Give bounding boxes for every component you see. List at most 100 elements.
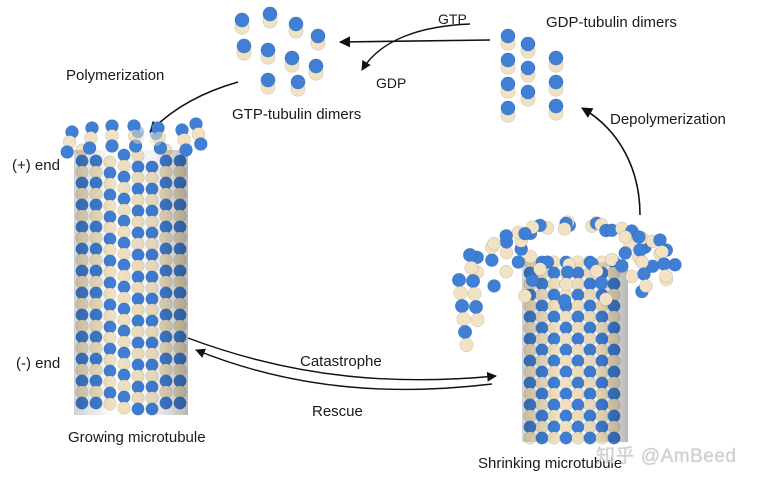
beta-tubulin-subunit — [149, 127, 163, 141]
tubulin-subunit — [518, 226, 532, 241]
alpha-tubulin-subunit — [149, 133, 163, 147]
beta-tubulin-subunit — [548, 98, 564, 114]
rescue-label: Rescue — [312, 403, 363, 420]
tubulin-subunit — [635, 255, 649, 269]
tubulin-subunit — [657, 257, 671, 271]
tubulin-subunit — [453, 285, 468, 301]
gtp-tubulin-dimer-cluster — [234, 6, 326, 97]
gtp-gdp-exchange-arrow — [361, 23, 471, 71]
tube-shading — [522, 262, 628, 442]
tubulin-subunit — [625, 269, 639, 284]
catastrophe-label: Catastrophe — [300, 353, 382, 370]
beta-tubulin-subunit — [236, 38, 252, 54]
tubulin-subunit — [470, 312, 485, 328]
beta-tubulin-subunit — [500, 100, 516, 116]
tubulin-subunit — [605, 252, 619, 267]
gdp-label: GDP — [376, 75, 407, 91]
plus-end-label: (+) end — [12, 157, 60, 174]
tubulin-subunit — [637, 267, 651, 281]
tubulin-subunit — [457, 324, 473, 340]
tubulin-subunit — [653, 233, 667, 247]
beta-tubulin-subunit — [548, 74, 564, 90]
tubulin-subunit — [655, 245, 669, 259]
beta-tubulin-subunit — [131, 125, 145, 139]
tubulin-subunit — [633, 243, 647, 257]
beta-tubulin-subunit — [520, 36, 536, 52]
rescue-arrow — [195, 348, 493, 391]
tubulin-subunit — [499, 264, 514, 279]
tubulin-subunit — [533, 262, 547, 276]
tubulin-subunit — [82, 141, 97, 155]
tubulin-subunit — [465, 273, 481, 289]
tubulin-subunit — [594, 276, 609, 290]
tubulin-subunit — [599, 292, 613, 306]
tubulin-subunit — [615, 259, 629, 273]
tubulin-subunit — [560, 265, 575, 280]
tubulin-subunit — [499, 229, 514, 243]
tubulin-subunit — [153, 141, 168, 155]
tubulin-subunit — [659, 269, 673, 283]
tubulin-subunit — [557, 222, 572, 236]
tubulin-subunit — [632, 230, 646, 244]
beta-tubulin-subunit — [548, 50, 564, 66]
tubulin-subunit — [487, 279, 501, 293]
depolymerization-label: Depolymerization — [610, 111, 726, 128]
tubulin-subunit — [128, 139, 143, 153]
beta-tubulin-subunit — [500, 28, 516, 44]
gtp-tubulin-dimers-label: GTP-tubulin dimers — [232, 106, 362, 123]
depolymerization-arrow — [581, 107, 641, 216]
tubulin-subunit — [639, 279, 653, 293]
tubulin-subunit — [194, 137, 208, 151]
cycle-arrows — [149, 23, 641, 391]
polymerization-label: Polymerization — [66, 67, 165, 84]
tubulin-subunit — [468, 299, 484, 315]
tubulin-subunit — [456, 311, 471, 327]
tube-shading — [74, 150, 188, 415]
beta-tubulin-subunit — [500, 52, 516, 68]
gdp-tubulin-dimer-cluster — [500, 28, 564, 123]
tubulin-subunit — [462, 247, 478, 263]
tubulin-subunit — [485, 253, 499, 267]
gdp-to-gtp-arrow — [338, 36, 491, 48]
growing-microtubule-illustration — [60, 117, 208, 416]
tubulin-subunit — [618, 246, 633, 260]
tubulin-subunit — [179, 143, 193, 157]
tubulin-subunit — [487, 236, 501, 251]
beta-tubulin-subunit — [290, 74, 306, 90]
shrinking-microtubule-illustration — [451, 215, 682, 445]
catastrophe-arrow — [187, 337, 497, 382]
tubulin-subunit — [60, 145, 74, 159]
tubulin-subunit — [467, 286, 482, 302]
tubulin-subunit — [459, 337, 474, 353]
watermark: 知乎 @AmBeed — [596, 446, 737, 467]
tubulin-subunit — [518, 289, 532, 303]
tubulin-subunit — [464, 260, 479, 276]
tubulin-subunit — [105, 139, 119, 153]
beta-tubulin-subunit — [310, 28, 326, 44]
tubulin-subunit — [589, 264, 604, 278]
tubulin-subunit — [523, 249, 538, 264]
beta-tubulin-subunit — [288, 16, 304, 32]
gtp-label: GTP — [438, 11, 467, 27]
gdp-tubulin-dimers-label: GDP-tubulin dimers — [546, 14, 677, 31]
beta-tubulin-subunit — [260, 42, 276, 58]
beta-tubulin-subunit — [520, 84, 536, 100]
tubulin-subunit — [451, 272, 467, 288]
tubulin-subunit — [525, 273, 540, 288]
beta-tubulin-subunit — [520, 60, 536, 76]
tubulin-subunit — [511, 255, 526, 269]
beta-tubulin-subunit — [284, 50, 300, 66]
tubulin-subunit — [557, 293, 572, 308]
beta-tubulin-subunit — [262, 6, 278, 22]
minus-end-label: (-) end — [16, 355, 61, 372]
tubulin-subunit — [559, 277, 573, 292]
tubulin-subunit — [454, 298, 470, 314]
alpha-tubulin-subunit — [131, 131, 145, 145]
tubulin-subunit — [618, 230, 633, 244]
beta-tubulin-subunit — [308, 58, 324, 74]
shrinking-microtubule-label: Shrinking microtubule — [478, 455, 623, 472]
beta-tubulin-subunit — [260, 72, 276, 88]
growing-microtubule-label: Growing microtubule — [68, 429, 206, 446]
